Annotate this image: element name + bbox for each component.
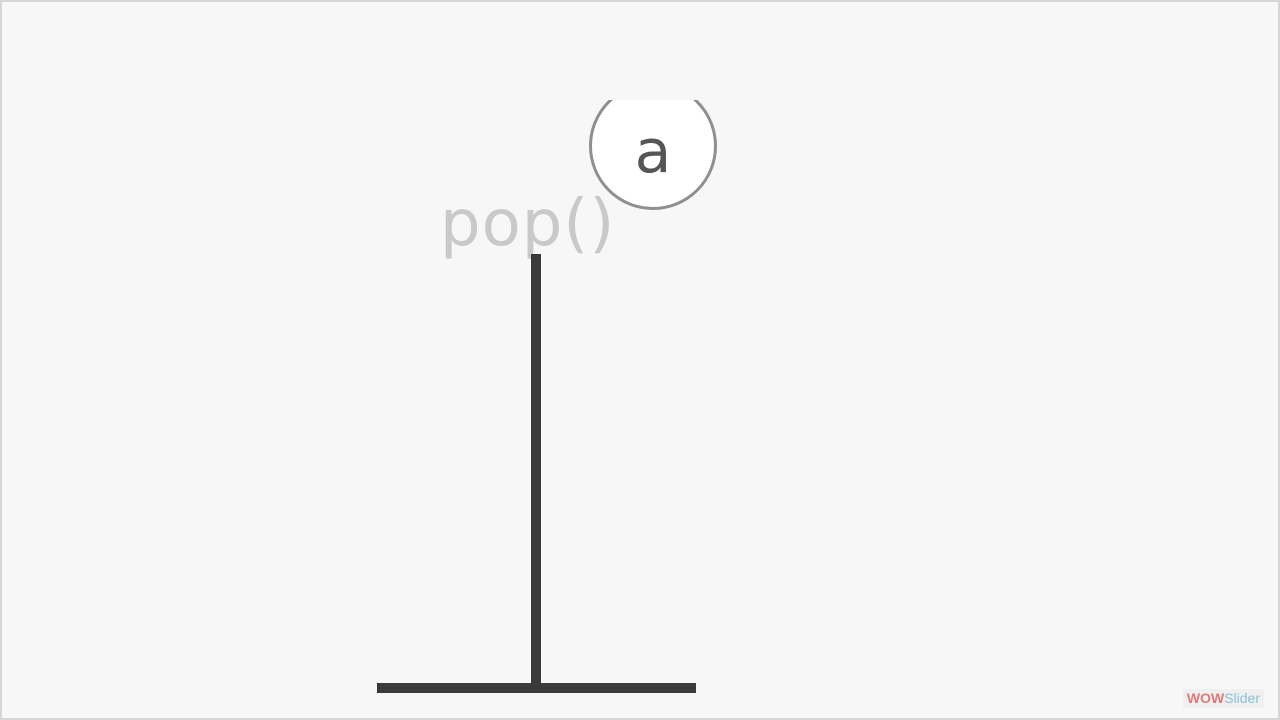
wowslider-watermark[interactable]: WOWSlider xyxy=(1182,689,1264,708)
stack-item-circle: a xyxy=(589,100,717,210)
watermark-part1: WOW xyxy=(1186,690,1225,707)
pop-operation-label: pop() xyxy=(440,187,616,261)
watermark-part2: Slider xyxy=(1224,690,1260,707)
stack-base xyxy=(377,683,696,693)
stack-pole xyxy=(531,254,541,690)
stack-item-letter: a xyxy=(634,117,672,187)
